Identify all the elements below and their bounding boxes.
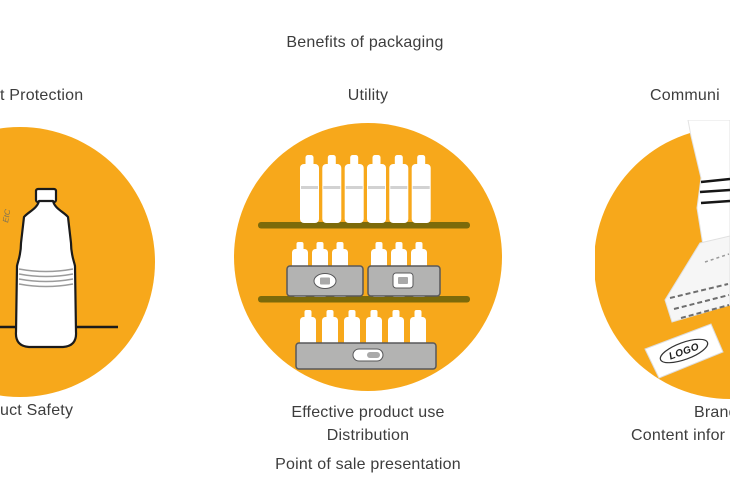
store-shelf-icon: [258, 155, 470, 370]
shelf-tray-right: [367, 265, 441, 297]
bottle-watermark-text: EtC: [1, 208, 12, 223]
caption-point-of-sale: Point of sale presentation: [275, 456, 461, 473]
brand-label: LOGO: [644, 323, 724, 379]
utility-illustration: [234, 123, 502, 391]
shelf-tray-large: [295, 342, 437, 370]
column-heading-utility: Utility: [347, 87, 389, 104]
package-text-lines: [699, 177, 730, 205]
column-heading-communication: Communi: [650, 87, 720, 104]
bottle-ridges: [18, 268, 74, 288]
water-bottle-icon: [14, 187, 78, 349]
caption-content-information: Content infor: [631, 427, 726, 444]
caption-effective-product-use: Effective product use: [291, 404, 445, 421]
product-protection-illustration: EtC: [0, 127, 155, 397]
bottle-body: [14, 199, 78, 349]
packages-icon: LOGO: [644, 120, 730, 379]
shelf-bar-bottom: [258, 296, 470, 303]
shelf-bar-top: [258, 222, 470, 229]
caption-brand: Brand: [694, 404, 730, 421]
shelf-tray-left: [286, 265, 364, 297]
communication-illustration: LOGO: [595, 120, 730, 399]
caption-distribution: Distribution: [326, 427, 410, 444]
panel-scribble-text: [669, 253, 730, 319]
diagram-title: Benefits of packaging: [286, 34, 444, 51]
package-box: [687, 120, 730, 269]
caption-product-safety: uct Safety: [0, 402, 74, 419]
column-heading-protection: t Protection: [0, 87, 84, 104]
